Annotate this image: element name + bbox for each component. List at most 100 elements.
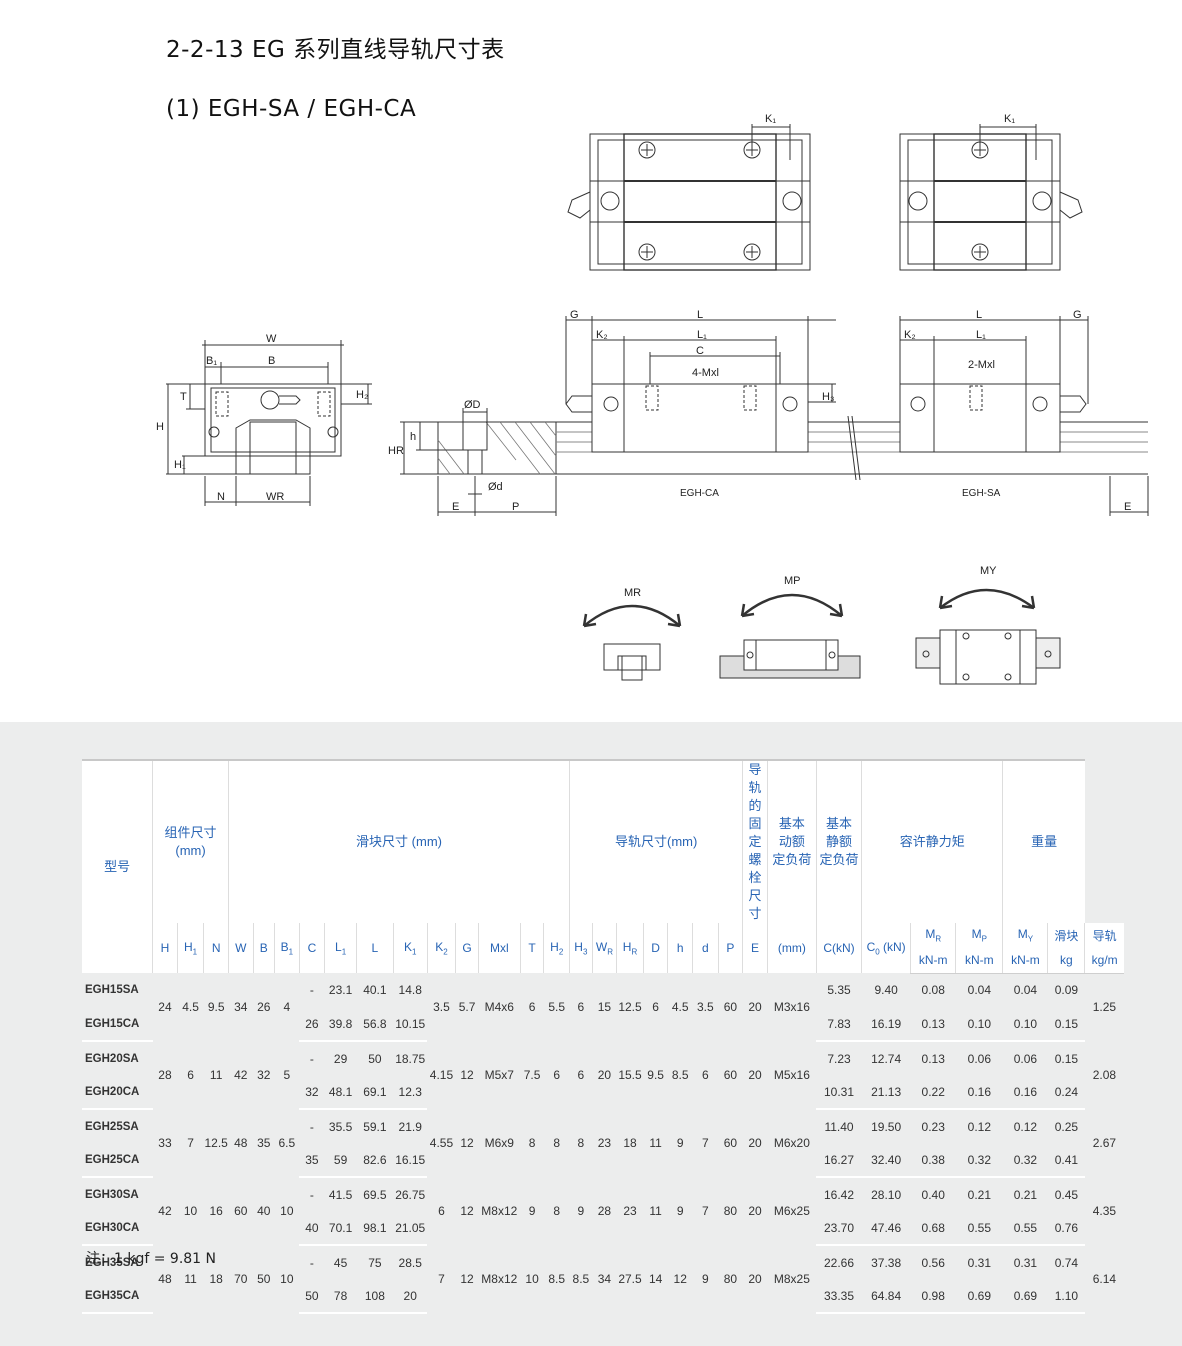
cell-ck: 16.27 bbox=[816, 1143, 862, 1178]
label-mp: MP bbox=[784, 575, 801, 587]
col-dynamic-header: 基本 动额 定负荷 bbox=[766, 759, 817, 923]
cell-wr: 34 bbox=[592, 1245, 617, 1313]
cell-c: 32 bbox=[299, 1075, 325, 1110]
cell-h2: 6 bbox=[543, 1041, 570, 1109]
cell-p: 60 bbox=[718, 1041, 743, 1109]
cell-hr: 27.5 bbox=[616, 1245, 644, 1313]
cell-c: - bbox=[299, 1177, 325, 1211]
label-od-small: Ød bbox=[488, 481, 503, 493]
cell-mp: 0.04 bbox=[955, 973, 1003, 1007]
cell-bolt: M3x16 bbox=[767, 973, 817, 1041]
cell-d: 6 bbox=[692, 1041, 719, 1109]
cell-wr: 23 bbox=[592, 1109, 617, 1177]
label-4mxl: 4-Mxl bbox=[692, 367, 719, 379]
col-k1: K1 bbox=[392, 923, 428, 973]
cell-b1: 10 bbox=[274, 1177, 300, 1245]
label-k1-b: K₁ bbox=[1004, 113, 1015, 125]
cell-h2: 8 bbox=[543, 1177, 570, 1245]
cell-n: 12.5 bbox=[203, 1109, 229, 1177]
cell-h1: 10 bbox=[177, 1177, 204, 1245]
cell-kg: 0.25 bbox=[1047, 1109, 1085, 1143]
cell-e: 20 bbox=[742, 1041, 768, 1109]
col-weight-header: 重量 bbox=[1002, 759, 1085, 923]
cell-w: 34 bbox=[228, 973, 254, 1041]
label-wr: WR bbox=[266, 491, 284, 503]
col-l1: L1 bbox=[324, 923, 357, 973]
col-c0kn: C0 (kN) bbox=[861, 923, 911, 973]
cell-c: 26 bbox=[299, 1007, 325, 1042]
cell-model: EGH30CA bbox=[82, 1211, 153, 1246]
cell-my: 0.32 bbox=[1002, 1143, 1048, 1178]
label-mr: MR bbox=[624, 587, 641, 599]
cell-p: 60 bbox=[718, 1109, 743, 1177]
top-view-ca: K₁ bbox=[567, 113, 811, 271]
label-egh-sa: EGH-SA bbox=[962, 488, 1001, 499]
cell-mp: 0.06 bbox=[955, 1041, 1003, 1075]
cell-ck: 5.35 bbox=[816, 973, 862, 1007]
label-c: C bbox=[696, 345, 704, 357]
col-b: B bbox=[252, 923, 275, 973]
col-w: W bbox=[227, 923, 254, 973]
cell-k1: 12.3 bbox=[393, 1075, 428, 1110]
cell-kg: 0.15 bbox=[1047, 1007, 1085, 1042]
cell-b: 50 bbox=[253, 1245, 275, 1313]
cell-k1: 21.05 bbox=[393, 1211, 428, 1246]
cell-h: 24 bbox=[152, 973, 178, 1041]
col-e: E bbox=[742, 923, 768, 973]
cell-h1: 6 bbox=[177, 1041, 204, 1109]
col-t: T bbox=[519, 923, 544, 973]
cell-l1: 23.1 bbox=[324, 973, 357, 1007]
cell-ck: 23.70 bbox=[816, 1211, 862, 1246]
cell-mxl: M8x12 bbox=[478, 1245, 521, 1313]
col-assembly-header: 组件尺寸 (mm) bbox=[152, 759, 229, 923]
col-bolt-unit: (mm) bbox=[766, 923, 817, 973]
label-h1: H₁ bbox=[174, 459, 186, 471]
col-hr: HR bbox=[616, 923, 644, 973]
cell-model: EGH35CA bbox=[82, 1279, 153, 1314]
label-2mxl: 2-Mxl bbox=[968, 359, 995, 371]
label-k2-b: K₂ bbox=[904, 329, 916, 341]
front-view: W B₁ B T H₂ H H₁ N WR bbox=[156, 333, 372, 506]
cell-my: 0.06 bbox=[1002, 1041, 1048, 1075]
col-my: MY bbox=[1002, 923, 1048, 948]
cell-hr: 18 bbox=[616, 1109, 644, 1177]
cell-c0: 12.74 bbox=[861, 1041, 911, 1075]
cell-k1: 20 bbox=[393, 1279, 428, 1314]
cell-h: 4.5 bbox=[667, 973, 693, 1041]
col-kgm-unit: kg/m bbox=[1084, 948, 1124, 974]
cell-c0: 16.19 bbox=[861, 1007, 911, 1042]
cell-h2: 8.5 bbox=[543, 1245, 570, 1313]
cell-kg: 0.74 bbox=[1047, 1245, 1085, 1279]
cell-h1: 4.5 bbox=[177, 973, 204, 1041]
cell-mxl: M5x7 bbox=[478, 1041, 521, 1109]
cell-w: 42 bbox=[228, 1041, 254, 1109]
cell-h3: 6 bbox=[569, 973, 593, 1041]
cell-kgm: 6.14 bbox=[1084, 1245, 1124, 1313]
cell-mp: 0.12 bbox=[955, 1109, 1003, 1143]
cell-mp: 0.69 bbox=[955, 1279, 1003, 1314]
cell-h2: 5.5 bbox=[543, 973, 570, 1041]
cell-g: 5.7 bbox=[455, 973, 479, 1041]
cell-h: 9 bbox=[667, 1177, 693, 1245]
cell-model: EGH15SA bbox=[82, 973, 153, 1007]
cell-k2: 4.15 bbox=[427, 1041, 456, 1109]
cell-bolt: M6x20 bbox=[767, 1109, 817, 1177]
subsection-title: (1) EGH-SA / EGH-CA bbox=[166, 96, 417, 122]
col-mp: MP bbox=[955, 923, 1003, 948]
cell-bolt: M8x25 bbox=[767, 1245, 817, 1313]
label-h-small: h bbox=[410, 431, 416, 443]
col-c: C bbox=[298, 923, 325, 973]
cell-kgm: 2.67 bbox=[1084, 1109, 1124, 1177]
cell-e: 20 bbox=[742, 1177, 768, 1245]
cell-c0: 32.40 bbox=[861, 1143, 911, 1178]
side-view: G L K₂ L₁ C 4-Mxl H₃ L G K₂ L₁ 2-Mxl ØD … bbox=[388, 309, 1149, 516]
technical-drawing: K₁ K₁ W B₁ B bbox=[156, 113, 1149, 685]
cell-h1: 7 bbox=[177, 1109, 204, 1177]
cell-bolt: M5x16 bbox=[767, 1041, 817, 1109]
cell-h1: 11 bbox=[177, 1245, 204, 1313]
cell-my: 0.21 bbox=[1002, 1177, 1048, 1211]
cell-d: 7 bbox=[692, 1109, 719, 1177]
cell-ck: 10.31 bbox=[816, 1075, 862, 1110]
cell-l1: 48.1 bbox=[324, 1075, 357, 1110]
